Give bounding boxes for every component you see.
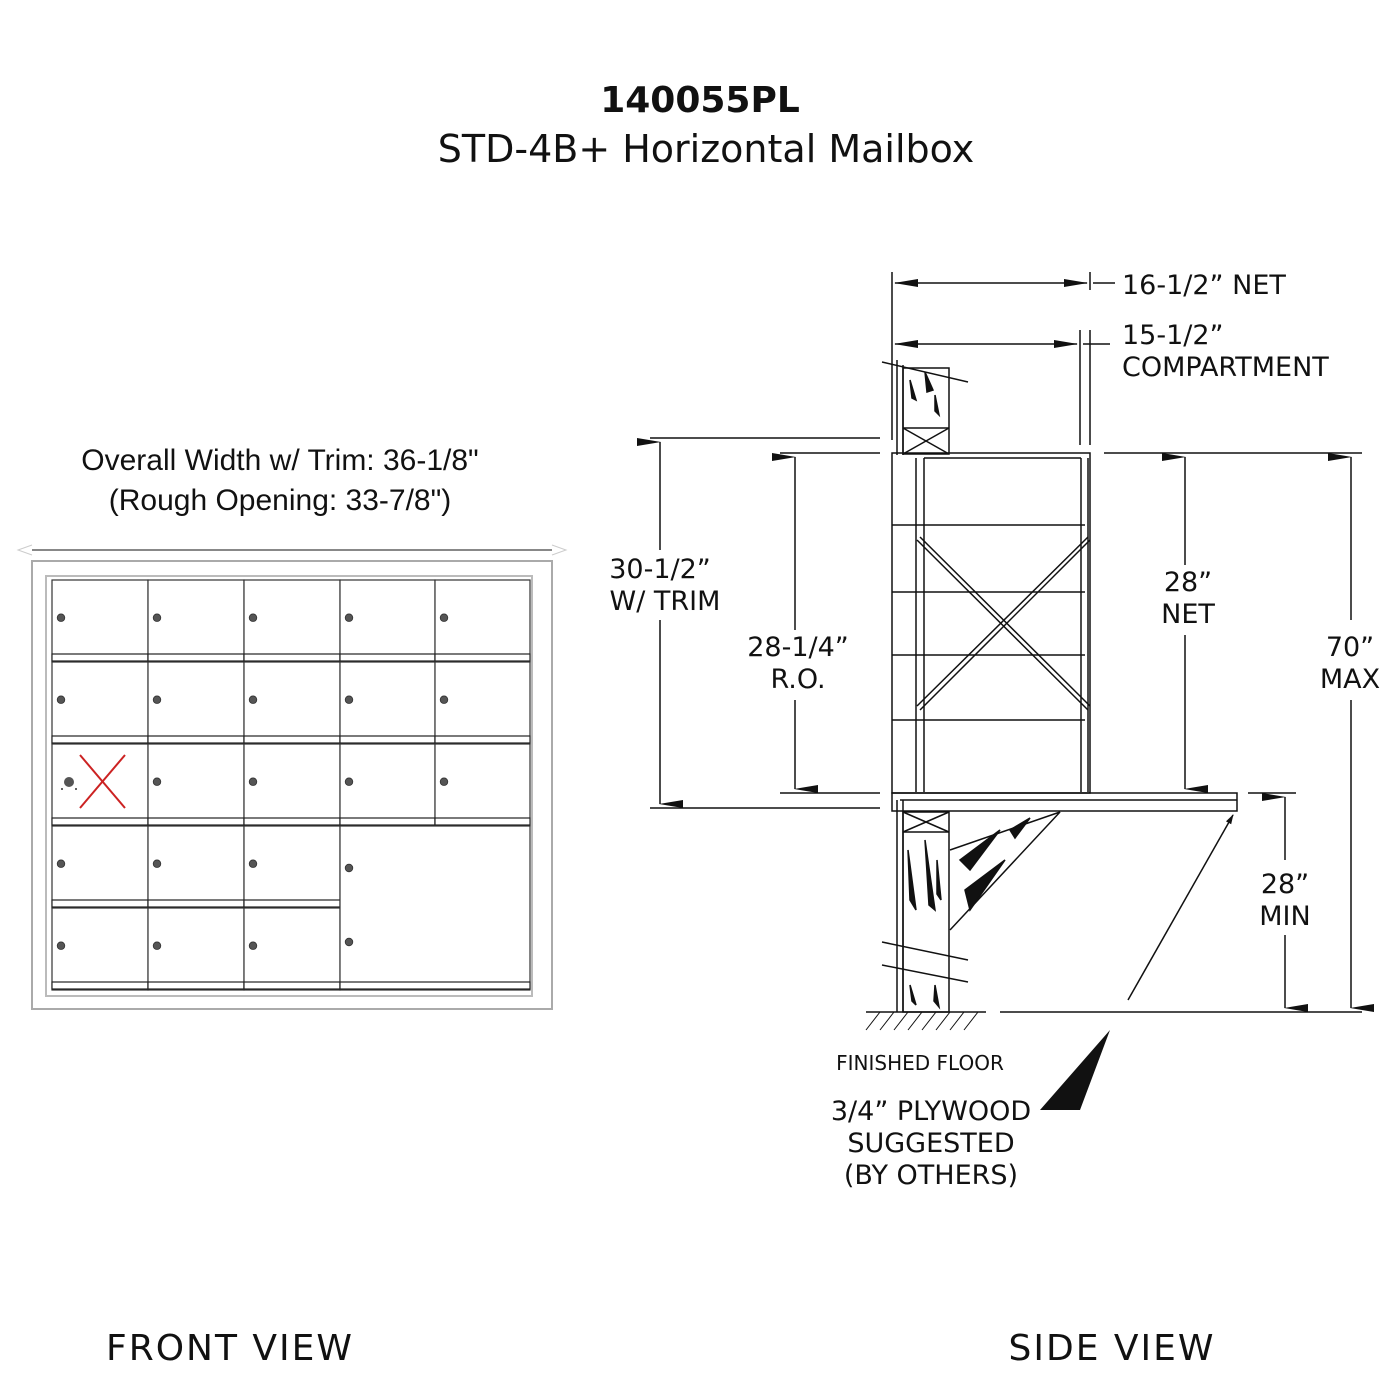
door[interactable] bbox=[434, 661, 531, 745]
door-bottom-rail bbox=[434, 735, 531, 744]
door[interactable] bbox=[147, 743, 245, 827]
door-bottom-rail bbox=[434, 817, 531, 826]
lock-icon bbox=[152, 777, 162, 786]
net-depth-label: 16-1/2” NET bbox=[1122, 270, 1286, 301]
door[interactable] bbox=[147, 579, 245, 663]
door[interactable] bbox=[434, 579, 531, 663]
door[interactable] bbox=[243, 907, 341, 991]
finished-floor-label: FINISHED FLOOR bbox=[836, 1051, 1004, 1075]
lock-icon bbox=[248, 613, 258, 622]
lock-icon bbox=[344, 695, 354, 704]
rough-opening-height-label: R.O. bbox=[770, 664, 825, 695]
door[interactable] bbox=[339, 825, 531, 991]
door[interactable] bbox=[51, 579, 149, 663]
lock-icon bbox=[344, 863, 354, 873]
lock-icon bbox=[344, 777, 354, 786]
door[interactable] bbox=[147, 907, 245, 991]
door[interactable] bbox=[51, 907, 149, 991]
door-bottom-rail bbox=[243, 981, 341, 990]
lock-icon bbox=[248, 859, 258, 868]
door-bottom-rail bbox=[243, 817, 341, 826]
compartment-depth-label: 15-1/2” bbox=[1122, 320, 1224, 351]
door-bottom-rail bbox=[51, 735, 149, 744]
lock-icon bbox=[248, 695, 258, 704]
door-bottom-rail bbox=[147, 899, 245, 908]
door-bottom-rail bbox=[339, 981, 531, 990]
lock-icon bbox=[56, 941, 66, 950]
door[interactable] bbox=[243, 743, 341, 827]
lock-icon bbox=[56, 613, 66, 622]
lock-icon bbox=[152, 941, 162, 950]
mailbox-front bbox=[31, 560, 553, 1010]
door-bottom-rail bbox=[147, 653, 245, 662]
lock-icon bbox=[439, 613, 449, 622]
plywood-suggested-label: SUGGESTED bbox=[847, 1128, 1014, 1159]
overall-width-label: Overall Width w/ Trim: 36-1/8" bbox=[81, 444, 478, 477]
product-title: STD-4B+ Horizontal Mailbox bbox=[438, 127, 974, 171]
door[interactable] bbox=[51, 825, 149, 909]
door[interactable] bbox=[434, 743, 531, 827]
door-bottom-rail bbox=[339, 735, 436, 744]
max-height-label: MAX bbox=[1320, 664, 1380, 695]
door-bottom-rail bbox=[51, 817, 149, 826]
door-bottom-rail bbox=[51, 899, 149, 908]
door-bottom-rail bbox=[147, 981, 245, 990]
door-bottom-rail bbox=[243, 653, 341, 662]
door[interactable] bbox=[243, 579, 341, 663]
plywood-label: 3/4” PLYWOOD bbox=[831, 1096, 1031, 1127]
door-bottom-rail bbox=[147, 735, 245, 744]
door-bottom-rail bbox=[243, 735, 341, 744]
lock-icon bbox=[248, 777, 258, 786]
rough-opening-height-value: 28-1/4” bbox=[747, 632, 849, 663]
lock-icon bbox=[152, 859, 162, 868]
lock-icon bbox=[152, 695, 162, 704]
max-height-value: 70” bbox=[1326, 632, 1374, 663]
door[interactable] bbox=[147, 825, 245, 909]
lock-icon bbox=[344, 613, 354, 622]
min-height-value: 28” bbox=[1261, 869, 1309, 900]
lock-icon bbox=[56, 695, 66, 704]
door-bottom-rail bbox=[434, 653, 531, 662]
compartment-label: COMPARTMENT bbox=[1122, 352, 1329, 383]
door[interactable] bbox=[243, 661, 341, 745]
trim-height-label: W/ TRIM bbox=[610, 586, 721, 617]
door[interactable] bbox=[147, 661, 245, 745]
door-bottom-rail bbox=[243, 899, 341, 908]
door-bottom-rail bbox=[51, 981, 149, 990]
door-bottom-rail bbox=[339, 817, 436, 826]
door[interactable] bbox=[51, 661, 149, 745]
trim-height-value: 30-1/2” bbox=[609, 554, 711, 585]
door-bottom-rail bbox=[339, 653, 436, 662]
net-height-label: NET bbox=[1161, 599, 1215, 630]
door-bottom-rail bbox=[51, 653, 149, 662]
door[interactable] bbox=[339, 579, 436, 663]
lock-icon bbox=[344, 937, 354, 947]
net-height-value: 28” bbox=[1164, 567, 1212, 598]
lock-icon bbox=[248, 941, 258, 950]
plywood-pointer-icon bbox=[1040, 1030, 1110, 1110]
door[interactable] bbox=[339, 661, 436, 745]
side-view-label: SIDE VIEW bbox=[1009, 1328, 1216, 1369]
master-door-marker-icon bbox=[61, 754, 126, 809]
model-number: 140055PL bbox=[600, 80, 800, 121]
lock-icon bbox=[439, 777, 449, 786]
lock-icon bbox=[56, 859, 66, 868]
min-height-label: MIN bbox=[1259, 901, 1310, 932]
width-dimension-line bbox=[16, 544, 568, 556]
side-view-drawing bbox=[637, 272, 1374, 1031]
front-view-label: FRONT VIEW bbox=[106, 1328, 354, 1369]
lock-icon bbox=[439, 695, 449, 704]
door[interactable] bbox=[339, 743, 436, 827]
rough-opening-label: (Rough Opening: 33-7/8") bbox=[109, 484, 452, 517]
door[interactable] bbox=[243, 825, 341, 909]
by-others-label: (BY OTHERS) bbox=[844, 1160, 1018, 1191]
lock-icon bbox=[152, 613, 162, 622]
door-bottom-rail bbox=[147, 817, 245, 826]
